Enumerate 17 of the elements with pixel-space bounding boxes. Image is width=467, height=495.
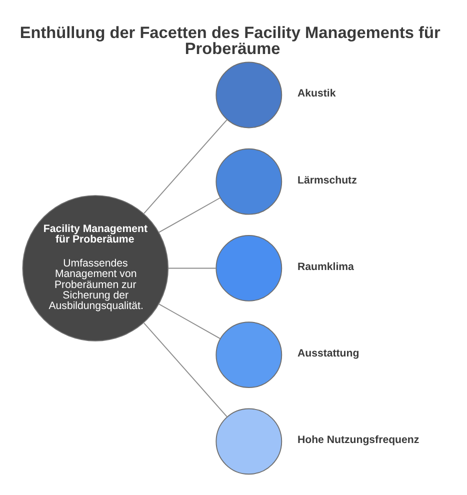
node-label: Hohe Nutzungsfrequenz xyxy=(297,434,420,446)
node-label: Raumklima xyxy=(297,260,354,272)
node-label: Akustik xyxy=(297,87,336,100)
connector xyxy=(158,196,221,232)
node-label: Lärmschutz xyxy=(297,174,357,186)
node-circle xyxy=(216,321,282,388)
node-circle xyxy=(216,234,282,301)
node-circle xyxy=(216,61,282,128)
node-label: Ausstattung xyxy=(297,347,360,360)
connector xyxy=(168,267,216,268)
node-circle xyxy=(216,148,282,214)
diagram-title: Enthüllung der Facetten des Facility Managements für Proberäume xyxy=(20,23,440,58)
node-circle xyxy=(216,408,282,474)
node-circle: Facility Management für Proberäume Umfassendes Management von Proberäumen zur Sicherung der Ausbildungsqualität. xyxy=(22,194,169,341)
connector xyxy=(144,322,228,417)
connector xyxy=(158,302,221,339)
connector xyxy=(144,118,228,214)
